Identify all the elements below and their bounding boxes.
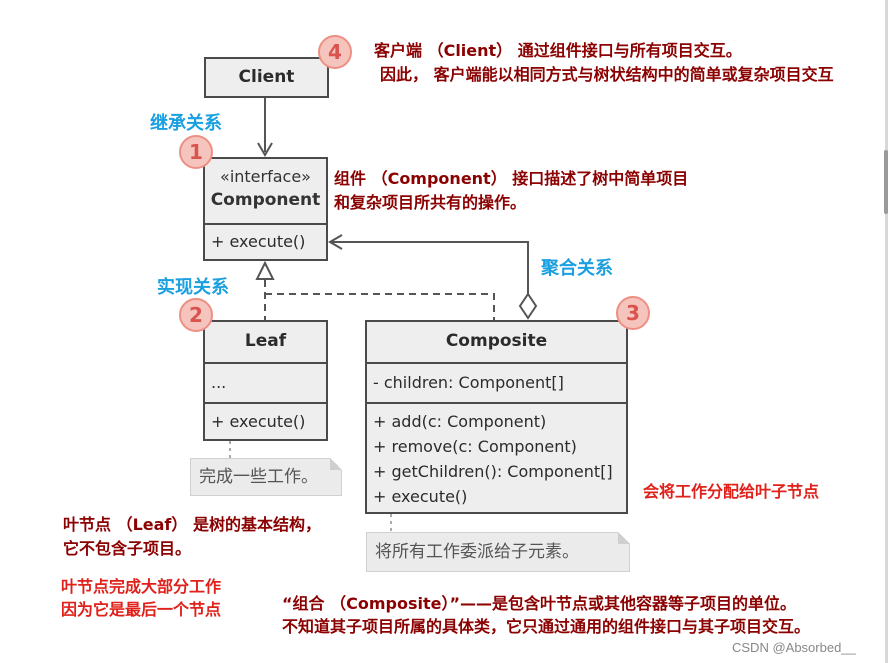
client-annotation-line1: 客户端 （Client） 通过组件接口与所有项目交互。 xyxy=(374,41,742,60)
leaf-annotation-line1: 叶节点 （Leaf） 是树的基本结构， xyxy=(63,515,321,534)
composite-method-add: + add(c: Component) xyxy=(373,412,547,431)
client-annotation-line2: 因此， 客户端能以相同方式与树状结构中的简单或复杂项目交互 xyxy=(380,65,834,84)
client-class: Client xyxy=(204,57,329,98)
component-interface: «interface» Component + execute() xyxy=(203,157,328,261)
component-header: «interface» Component xyxy=(205,159,326,223)
label-aggregation: 聚合关系 xyxy=(541,258,613,279)
composite-class: Composite - children: Component[] + add(… xyxy=(365,320,628,514)
component-method: + execute() xyxy=(205,223,326,259)
badge-3: 3 xyxy=(616,296,650,330)
leaf-method: + execute() xyxy=(205,402,326,439)
component-annotation-line2: 和复杂项目所共有的操作。 xyxy=(334,193,527,212)
leaf-note: 完成一些工作。 xyxy=(190,458,342,496)
leaf-fields: ... xyxy=(205,362,326,402)
composite-method-getchildren: + getChildren(): Component[] xyxy=(373,462,613,481)
leaf-title: Leaf xyxy=(244,331,287,351)
composite-method-execute: + execute() xyxy=(373,487,468,506)
badge-1: 1 xyxy=(179,135,213,169)
leaf-annotation-line2: 它不包含子项目。 xyxy=(63,539,192,558)
label-inheritance: 继承关系 xyxy=(150,113,222,134)
delegate-annotation: 会将工作分配给叶子节点 xyxy=(643,482,820,501)
composite-note: 将所有工作委派给子元素。 xyxy=(366,532,630,572)
component-annotation-line1: 组件 （Component） 接口描述了树中简单项目 xyxy=(334,169,689,188)
label-realization: 实现关系 xyxy=(157,277,229,298)
scrollbar-track[interactable] xyxy=(885,0,888,663)
composite-annotation-line1: “组合 （Composite）”——是包含叶节点或其他容器等子项目的单位。 xyxy=(282,594,796,613)
interface-stereotype: «interface» xyxy=(220,167,311,186)
composite-field: - children: Component[] xyxy=(367,362,626,402)
leaf-work-annotation-line2: 因为它是最后一个节点 xyxy=(61,600,222,619)
composite-method-remove: + remove(c: Component) xyxy=(373,437,577,456)
composite-title: Composite xyxy=(445,331,548,351)
client-title: Client xyxy=(238,67,295,87)
leaf-work-annotation-line1: 叶节点完成大部分工作 xyxy=(61,577,222,596)
badge-4: 4 xyxy=(318,35,352,69)
watermark: CSDN @Absorbed__ xyxy=(732,640,856,655)
composite-annotation-line2: 不知道其子项目所属的具体类，它只通过通用的组件接口与其子项目交互。 xyxy=(282,617,811,636)
composite-methods: + add(c: Component) + remove(c: Componen… xyxy=(367,402,626,512)
scrollbar-thumb[interactable] xyxy=(884,150,888,214)
badge-2: 2 xyxy=(179,298,213,332)
component-title: Component xyxy=(210,190,321,210)
leaf-class: Leaf ... + execute() xyxy=(203,320,328,441)
